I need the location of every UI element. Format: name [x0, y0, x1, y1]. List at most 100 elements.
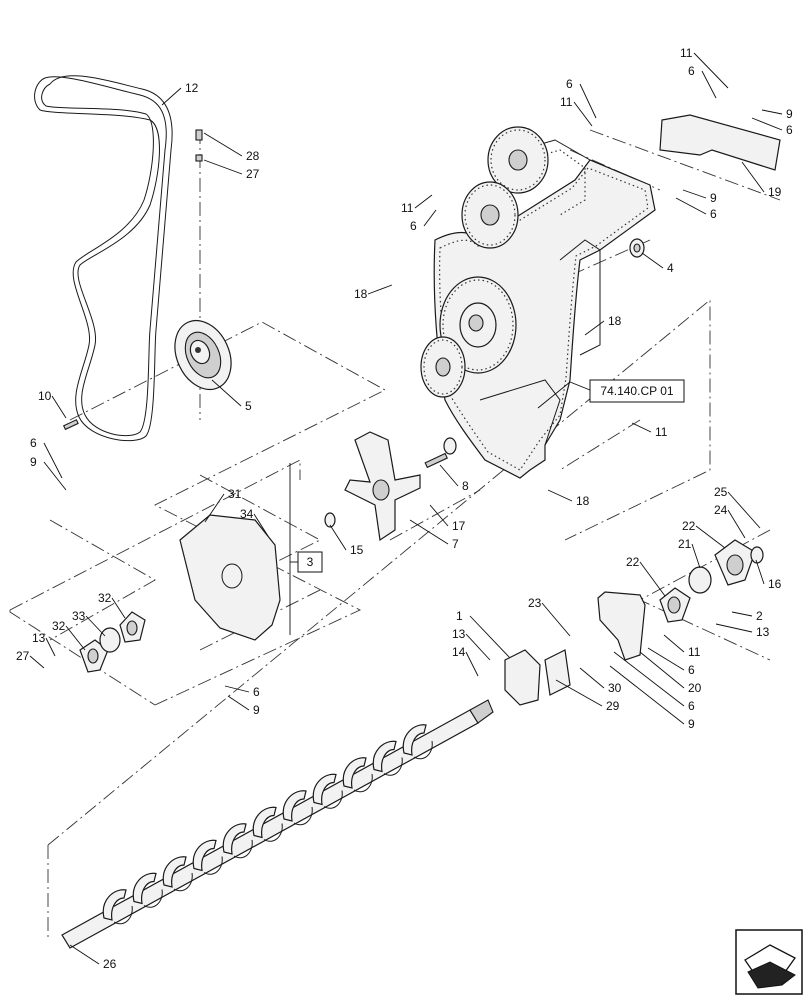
- callout-label: 11: [655, 425, 668, 439]
- callout-leader: [613, 651, 685, 707]
- callout-label: 22: [682, 519, 696, 533]
- auger-flight: [312, 773, 337, 806]
- callout-label: 15: [350, 543, 364, 557]
- callout-c8: 8: [439, 464, 469, 493]
- callout-leader: [51, 395, 67, 419]
- bearing-21: [688, 566, 712, 594]
- callout-c32a: 32: [98, 591, 126, 619]
- callout-c12: 12: [161, 81, 199, 106]
- callout-leader: [227, 695, 250, 711]
- callout-leader: [639, 561, 666, 597]
- callout-c17: 17: [429, 504, 466, 533]
- callout-leader: [414, 194, 433, 209]
- callout-leader: [727, 491, 761, 529]
- callout-leader: [111, 597, 126, 619]
- callout-leader: [631, 422, 652, 433]
- callout-label: 9: [786, 107, 793, 121]
- callout-leader: [695, 525, 726, 549]
- callout-label: 6: [688, 663, 695, 677]
- callout-c28: 28: [203, 132, 260, 163]
- callout-c32b: 32: [52, 619, 86, 651]
- callout-label: 31: [228, 487, 242, 501]
- callout-label: 32: [98, 591, 112, 605]
- callout-c27a: 27: [203, 159, 260, 181]
- auger-flight-edge: [113, 905, 133, 925]
- callout-leader: [675, 197, 707, 215]
- arrow-hand-icon[interactable]: [735, 929, 803, 995]
- auger-flight-edge: [293, 806, 313, 826]
- callout-leader: [69, 944, 100, 965]
- callout-label: 33: [72, 609, 86, 623]
- cover-plate-31: [179, 514, 281, 641]
- callout-label: 13: [756, 625, 770, 639]
- callout-label: 30: [608, 681, 622, 695]
- callout-label: 24: [714, 503, 728, 517]
- callout-leader: [65, 625, 86, 651]
- callout-leader: [691, 543, 701, 569]
- callout-leader: [693, 52, 729, 89]
- callout-label: 11: [680, 46, 693, 60]
- callout-c24: 24: [714, 503, 746, 539]
- bolt-28: [195, 129, 203, 162]
- cross-reference-label: 74.140.CP 01: [600, 384, 673, 398]
- callout-c19: 19: [741, 161, 782, 199]
- callout-leader: [85, 615, 106, 637]
- callout-leader: [609, 665, 685, 725]
- callout-label: 7: [452, 537, 459, 551]
- callout-leader: [682, 189, 707, 199]
- callout-c2: 2: [731, 609, 763, 623]
- reference-axes: [9, 129, 781, 940]
- top-sprocket: [487, 126, 549, 194]
- callout-leader: [584, 320, 605, 336]
- callout-c22a: 22: [682, 519, 726, 549]
- auger-flight: [162, 856, 187, 888]
- callout-leader: [203, 159, 243, 175]
- cover-plate-hole: [221, 563, 243, 589]
- bearing-flange-22b: [659, 587, 691, 623]
- cross-reference-link[interactable]: 74.140.CP 01: [537, 379, 685, 409]
- callout-c13c: 13: [452, 627, 491, 661]
- callout-label: 11: [401, 201, 414, 215]
- boxed-callout-3[interactable]: 3: [289, 463, 323, 635]
- bearing-flange-22a: [714, 539, 756, 586]
- callout-c14: 14: [452, 645, 479, 677]
- callout-leader: [367, 284, 393, 295]
- callout-leader: [45, 637, 56, 657]
- callout-leader: [161, 87, 182, 106]
- callout-leader: [43, 442, 63, 479]
- callout-c18a: 18: [354, 284, 393, 301]
- callout-label: 18: [576, 494, 590, 508]
- auger-flight: [192, 839, 217, 872]
- auger-flight: [282, 790, 307, 822]
- callout-c30: 30: [579, 667, 622, 695]
- auger-26: [61, 699, 494, 949]
- auger-flight: [342, 757, 367, 789]
- lower-sprocket: [420, 336, 466, 398]
- callout-c7: 7: [409, 519, 459, 551]
- callout-label: 18: [354, 287, 368, 301]
- callout-leader: [761, 109, 783, 115]
- washer-15: [324, 512, 336, 528]
- callout-leader: [579, 667, 605, 689]
- auger-flight: [102, 889, 127, 921]
- callout-c20: 20: [639, 651, 702, 695]
- callout-c6a: 6: [30, 436, 63, 479]
- callout-c26: 26: [69, 944, 117, 971]
- callout-label: 34: [240, 507, 254, 521]
- callout-label: 14: [452, 645, 466, 659]
- callout-c13a: 13: [32, 631, 56, 657]
- callout-c6c: 6: [410, 209, 437, 233]
- callout-c31: 31: [204, 487, 242, 523]
- chute-19: [659, 114, 781, 171]
- callout-leader: [469, 615, 511, 659]
- bearing-flange-32b: [119, 611, 146, 643]
- callout-leader: [439, 464, 459, 487]
- callout-leader: [203, 132, 243, 157]
- callout-label: 9: [710, 191, 717, 205]
- bearing-16: [750, 546, 764, 564]
- callout-c6d: 6: [566, 77, 597, 119]
- callout-label: 18: [608, 314, 622, 328]
- callout-c11d: 11: [631, 422, 668, 439]
